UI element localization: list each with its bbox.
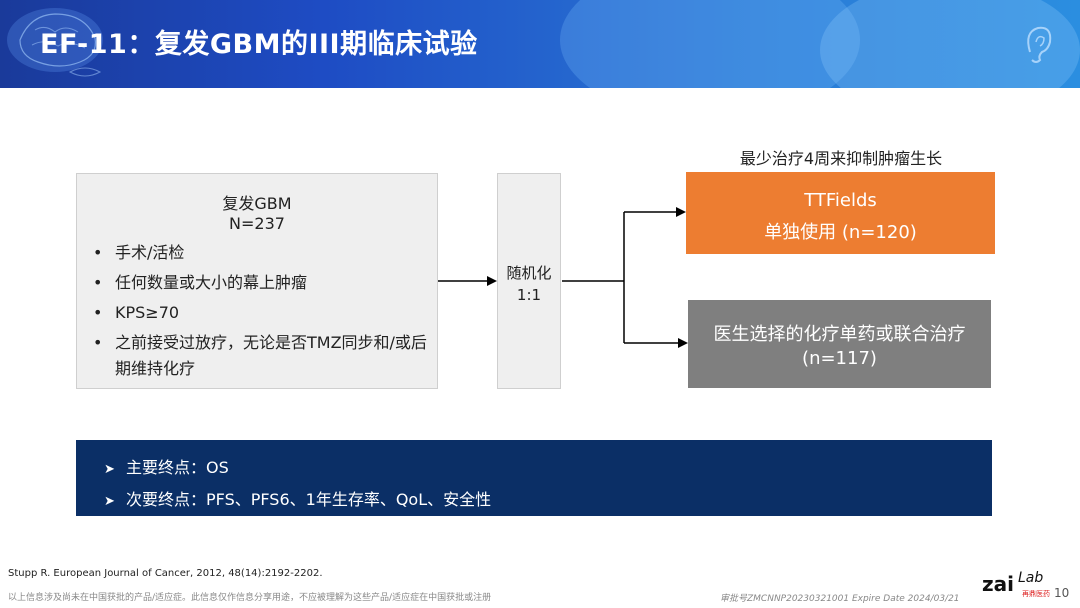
header-glow: [820, 0, 1080, 88]
secondary-endpoint-text: 次要终点：PFS、PFS6、1年生存率、QoL、安全性: [126, 490, 492, 509]
page-title: EF-11：复发GBM的III期临床试验: [40, 29, 478, 60]
chemo-arm-name: 医生选择的化疗单药或联合治疗: [713, 324, 966, 345]
ttfields-arm-detail: 单独使用 (n=120): [764, 222, 917, 243]
arrow-bullet-icon: ➤: [104, 494, 115, 509]
criteria-item: KPS≥70: [91, 300, 431, 326]
inclusion-criteria-list: 手术/活检 任何数量或大小的幕上肿瘤 KPS≥70 之前接受过放疗，无论是否TM…: [91, 240, 431, 386]
header-glow: [560, 0, 860, 88]
ear-icon: [1027, 26, 1052, 63]
endpoints-panel: ➤ 主要终点：OS ➤ 次要终点：PFS、PFS6、1年生存率、QoL、安全性: [76, 440, 992, 516]
citation: Stupp R. European Journal of Cancer, 201…: [8, 568, 323, 579]
arrow-bullet-icon: ➤: [104, 462, 115, 477]
company-logo: zai Lab 再鼎医药: [980, 570, 1060, 602]
page-number: 10: [1054, 586, 1070, 600]
randomization-label: 随机化: [506, 264, 552, 282]
disclaimer: 以上信息涉及尚未在中国获批的产品/适应症。此信息仅作信息分享用途，不应被理解为这…: [8, 593, 492, 603]
logo-cn: 再鼎医药: [1022, 590, 1050, 598]
chemo-arm: 医生选择的化疗单药或联合治疗 (n=117): [688, 300, 991, 388]
population-count: N=237: [229, 214, 285, 233]
ttfields-arm: TTFields 单独使用 (n=120): [686, 172, 995, 254]
logo-sub: Lab: [1018, 570, 1044, 586]
chemo-arm-detail: (n=117): [802, 348, 877, 369]
treatment-duration-label: 最少治疗4周来抑制肿瘤生长: [739, 149, 943, 168]
secondary-endpoint: ➤ 次要终点：PFS、PFS6、1年生存率、QoL、安全性: [104, 486, 491, 510]
primary-endpoint-text: 主要终点：OS: [126, 458, 229, 477]
criteria-item: 任何数量或大小的幕上肿瘤: [91, 270, 431, 296]
slide-header: EF-11：复发GBM的III期临床试验: [0, 0, 1080, 88]
ttfields-arm-name: TTFields: [804, 190, 877, 211]
approval-number: 审批号ZMCNNP20230321001 Expire Date 2024/03…: [720, 594, 960, 604]
randomization-box: 随机化 1:1: [497, 173, 561, 389]
criteria-item: 之前接受过放疗，无论是否TMZ同步和/或后期维持化疗: [91, 330, 431, 382]
brain-icon: [7, 8, 103, 77]
logo-main: zai: [982, 572, 1014, 596]
population-heading: 复发GBM: [222, 194, 292, 213]
primary-endpoint: ➤ 主要终点：OS: [104, 454, 229, 478]
criteria-item: 手术/活检: [91, 240, 431, 266]
randomization-ratio: 1:1: [516, 286, 542, 304]
patient-population-box: 复发GBM N=237 手术/活检 任何数量或大小的幕上肿瘤 KPS≥70 之前…: [76, 173, 438, 389]
